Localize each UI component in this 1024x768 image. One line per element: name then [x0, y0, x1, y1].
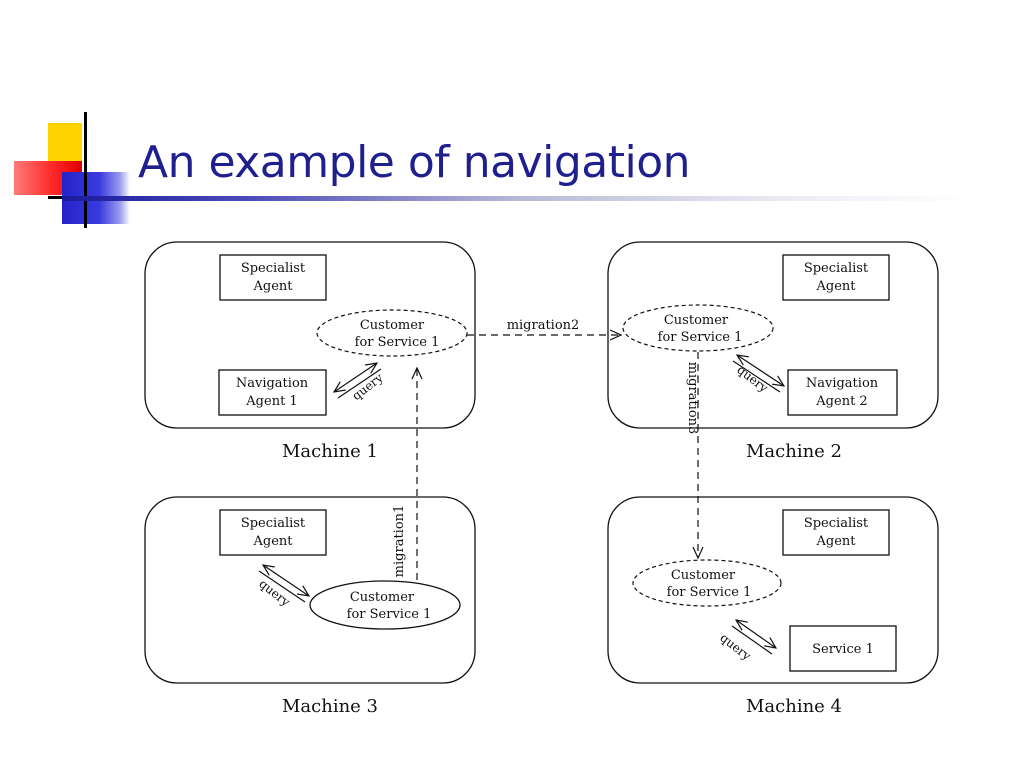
navigation-agent-1-line1: Navigation	[236, 376, 309, 391]
customer-1-line2: for Service 1	[355, 335, 440, 350]
specialist-agent-2-box	[782, 254, 890, 301]
specialist-agent-2-line1: Specialist	[804, 261, 869, 276]
customer-4-line2: for Service 1	[667, 585, 752, 600]
specialist-agent-3-line2: Agent	[253, 534, 294, 549]
machine-1-label: Machine 1	[282, 441, 378, 462]
customer-3-ellipse	[309, 580, 461, 630]
customer-4-ellipse	[632, 559, 782, 607]
specialist-agent-2-line2: Agent	[816, 279, 857, 294]
machine-2-frame	[607, 241, 939, 429]
slide-title: An example of navigation	[138, 137, 691, 188]
customer-2-ellipse	[622, 304, 774, 352]
navigation-agent-2-line2: Agent 2	[815, 394, 867, 409]
machine-3-label: Machine 3	[282, 696, 378, 717]
machine-3-frame	[144, 496, 476, 684]
navigation-agent-2-box	[787, 369, 898, 416]
query-arrow-3b	[258, 570, 306, 603]
machine-4-frame	[607, 496, 939, 684]
query-arrow-4b	[731, 625, 773, 655]
specialist-agent-1-box	[219, 254, 327, 301]
query-label-1: query	[349, 370, 385, 403]
machine-2-label: Machine 2	[746, 441, 842, 462]
specialist-agent-1-line1: Specialist	[241, 261, 306, 276]
customer-1-line1: Customer	[360, 318, 425, 333]
machine-3: Specialist Agent Customer for Service 1 …	[144, 496, 476, 717]
navigation-agent-2-line1: Navigation	[806, 376, 879, 391]
machine-4: Specialist Agent Customer for Service 1 …	[607, 496, 939, 717]
customer-2-line1: Customer	[664, 313, 729, 328]
specialist-agent-4-box	[782, 509, 890, 556]
service-1-label: Service 1	[812, 642, 874, 657]
specialist-agent-4-line2: Agent	[816, 534, 857, 549]
customer-1-ellipse	[316, 309, 468, 357]
machine-4-label: Machine 4	[746, 696, 842, 717]
machine-1: Specialist Agent Customer for Service 1 …	[144, 241, 476, 462]
logo-yellow-square	[48, 123, 82, 168]
query-arrow-4a	[736, 620, 776, 648]
title-underline	[62, 196, 972, 201]
specialist-agent-3-line1: Specialist	[241, 516, 306, 531]
migration2-label: migration2	[507, 318, 580, 333]
migration3-label: migration3	[685, 362, 700, 435]
service-1-box	[789, 625, 897, 672]
machine-1-frame	[144, 241, 476, 429]
query-arrow-2b	[732, 360, 781, 393]
query-arrow-1a	[334, 363, 377, 392]
query-arrow-3a	[263, 565, 309, 596]
navigation-agent-1-box	[218, 369, 327, 416]
customer-3-line1: Customer	[350, 590, 415, 605]
query-label-2: query	[734, 363, 770, 396]
specialist-agent-1-line2: Agent	[253, 279, 294, 294]
specialist-agent-3-box	[219, 509, 327, 556]
logo-vertical-line	[84, 112, 87, 228]
customer-3-line2: for Service 1	[347, 607, 432, 622]
query-arrow-1b	[337, 368, 382, 399]
query-arrow-2a	[737, 355, 784, 386]
machine-2: Specialist Agent Customer for Service 1 …	[607, 241, 939, 462]
migration1-label: migration1	[392, 505, 407, 578]
query-label-4: query	[717, 631, 753, 664]
specialist-agent-4-line1: Specialist	[804, 516, 869, 531]
customer-2-line2: for Service 1	[658, 330, 743, 345]
customer-4-line1: Customer	[671, 568, 736, 583]
navigation-agent-1-line2: Agent 1	[245, 394, 297, 409]
